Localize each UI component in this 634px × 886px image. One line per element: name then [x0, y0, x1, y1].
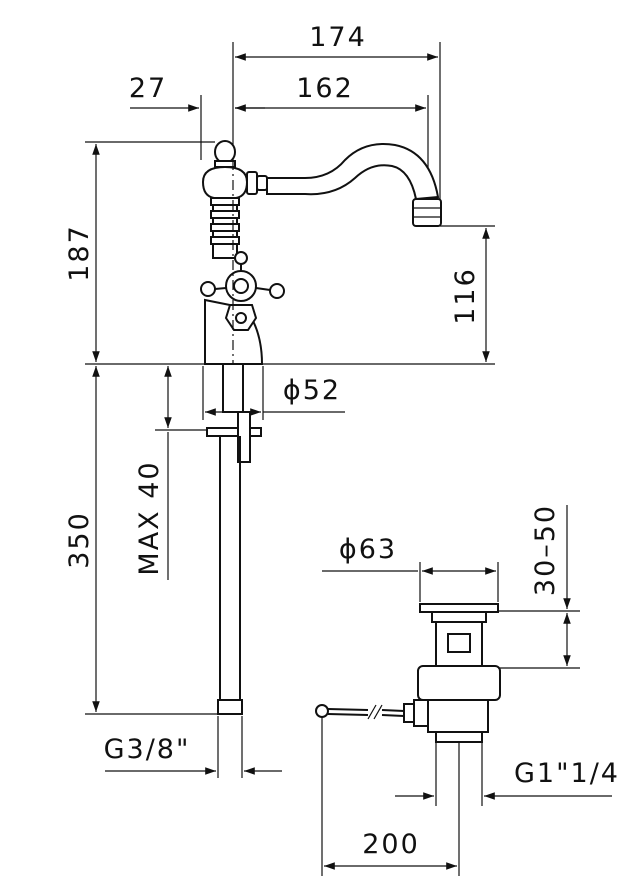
dim-tail-thread: G3/8"	[104, 716, 282, 778]
dim-spout-reach-label: 162	[296, 73, 354, 104]
dim-height-above-deck-label: 187	[64, 224, 95, 282]
dim-tail-length: 350	[64, 366, 225, 715]
dim-base-diameter: ϕ52	[202, 366, 345, 420]
supply-tail	[206, 363, 262, 715]
dim-tail-thread-label: G3/8"	[104, 734, 191, 765]
dim-pull-rod-length-label: 200	[362, 829, 420, 860]
dim-waste-cap-diameter-label: ϕ63	[339, 534, 397, 565]
dim-spout-reach: 162	[235, 73, 429, 185]
dim-waste-thread-label: G1"1/4	[514, 758, 620, 789]
dim-waste-cap-diameter: ϕ63	[322, 534, 499, 602]
faucet-body	[200, 140, 285, 365]
dim-pull-rod-length: 200	[321, 717, 460, 876]
spout	[246, 143, 442, 227]
dim-waste-adjust-range-label: 30–50	[530, 504, 561, 596]
dim-waste-adjust-range: 30–50	[498, 504, 580, 669]
dim-height-above-deck: 187	[64, 141, 215, 362]
dim-body-offset-label: 27	[129, 73, 167, 104]
dim-max-deck: MAX 40	[134, 366, 215, 580]
popup-waste	[315, 603, 501, 743]
dim-overall-reach-label: 174	[309, 22, 367, 53]
dim-tail-length-label: 350	[64, 511, 95, 569]
dim-max-deck-label: MAX 40	[134, 460, 165, 575]
dim-overall-reach: 174	[232, 22, 441, 215]
dim-waste-thread: G1"1/4	[395, 742, 620, 806]
dim-spout-outlet-height: 116	[440, 225, 495, 362]
dim-spout-outlet-height-label: 116	[450, 267, 481, 325]
dim-base-diameter-label: ϕ52	[283, 375, 341, 406]
dim-body-offset: 27	[129, 73, 265, 160]
